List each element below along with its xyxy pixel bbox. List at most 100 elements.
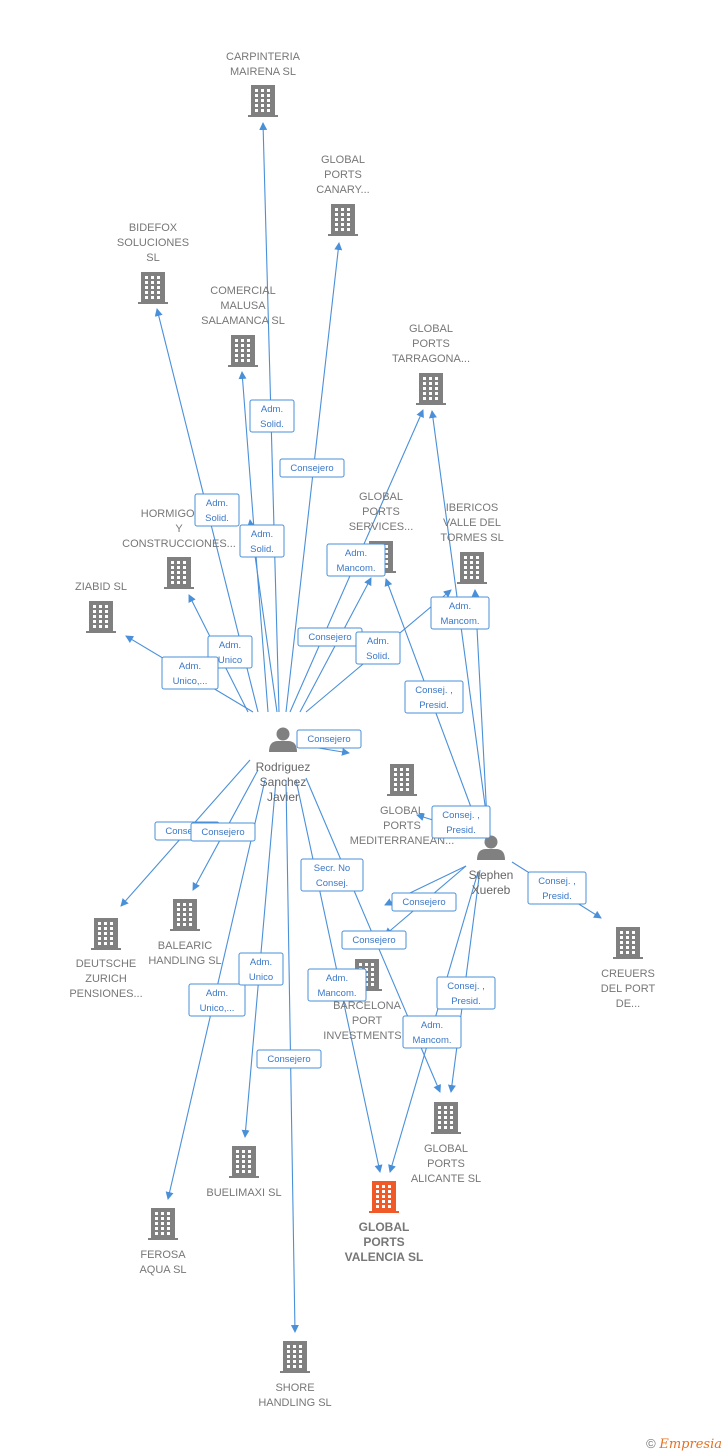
building-icon xyxy=(86,601,116,633)
edge-label-text: Consej. , xyxy=(442,810,480,821)
node-mediterranean[interactable]: GLOBALPORTSMEDITERRANEAN... xyxy=(350,764,455,847)
node-label: COMERCIAL xyxy=(210,285,275,297)
edge-label-rodriguez-to-bidefox[interactable]: Adm. Solid. xyxy=(194,493,240,527)
edge-label-box xyxy=(194,493,240,527)
edge-label-rodriguez-to-hormigon[interactable]: Adm.Unico xyxy=(207,635,253,669)
brand-logo-text: Empresia xyxy=(659,1437,722,1452)
footer-brand[interactable]: © Empresia xyxy=(646,1436,722,1452)
edge-labels-layer: ConsejeroAdm.Solid.Adm.Solid.Adm.Solid.A… xyxy=(154,399,587,1069)
node-label: PORTS xyxy=(362,506,400,518)
person-icon xyxy=(269,727,297,752)
edge-label-rodriguez-to-malusa[interactable]: Adm.Solid. xyxy=(239,524,285,558)
edge-label-box xyxy=(279,458,345,478)
node-label: INVESTMENTS... xyxy=(323,1030,410,1042)
edge-label-stephen-to-barcelona[interactable]: Consejero xyxy=(341,930,407,950)
edge-label-stephen-to-valencia[interactable]: Adm.Mancom. xyxy=(402,1015,462,1049)
edge-label-text: Unico xyxy=(218,655,242,666)
edge-label-text: Consej. , xyxy=(415,685,453,696)
building-icon xyxy=(170,899,200,931)
edge-label-rodriguez-to-ibericos[interactable]: Adm.Solid. xyxy=(355,631,401,665)
edge-label-box xyxy=(190,822,256,842)
edge-label-text: Mancom. xyxy=(317,988,356,999)
edge-label-box xyxy=(431,805,491,839)
node-label: PORTS xyxy=(412,338,450,350)
edge-label-box xyxy=(527,871,587,905)
building-icon xyxy=(369,1181,399,1213)
edge-label-box xyxy=(207,635,253,669)
edge-label-rodriguez-to-balearic[interactable]: Consejero xyxy=(190,822,256,842)
edge-label-text: Adm. xyxy=(206,988,228,999)
edge-label-rodriguez-to-ferosa[interactable]: Adm.Unico,... xyxy=(188,983,246,1017)
edge-label-rodriguez-to-malusa[interactable]: Adm.Solid. xyxy=(249,399,295,433)
node-canary[interactable]: GLOBALPORTSCANARY... xyxy=(316,154,370,236)
edge-label-text: Unico xyxy=(249,972,273,983)
edge-label-rodriguez-to-services[interactable]: Consejero xyxy=(297,627,363,647)
node-buelimaxi[interactable]: BUELIMAXI SL xyxy=(206,1146,282,1199)
node-deutsche[interactable]: DEUTSCHEZURICHPENSIONES... xyxy=(69,918,143,1000)
edge-label-box xyxy=(238,952,284,986)
node-label: BARCELONA xyxy=(333,1000,402,1012)
edge-label-rodriguez-to-buelimaxi[interactable]: Adm. Unico xyxy=(238,952,284,986)
edge-label-rodriguez-to-shore[interactable]: Consejero xyxy=(256,1049,322,1069)
building-icon xyxy=(431,1102,461,1134)
edge-label-text: Consejero xyxy=(308,632,351,643)
edge-label-text: Mancom. xyxy=(440,616,479,627)
node-label: Y xyxy=(175,523,183,535)
building-icon xyxy=(416,373,446,405)
node-label: IBERICOS xyxy=(446,502,499,514)
edge-label-text: Solid. xyxy=(205,513,229,524)
edge-label-stephen-to-services[interactable]: Consej. ,Presid. xyxy=(404,680,464,714)
node-label: BALEARIC xyxy=(158,940,212,952)
node-label: ZURICH xyxy=(85,973,127,985)
node-label: SL xyxy=(146,252,159,264)
edge-label-text: Adm. xyxy=(449,601,471,612)
edge-label-rodriguez-to-tarragona[interactable]: Adm.Mancom. xyxy=(326,543,386,577)
edge-label-box xyxy=(249,399,295,433)
edge-label-box xyxy=(436,976,496,1010)
edge-label-text: Consej. xyxy=(316,878,348,889)
edge-label-stephen-to-barcelona[interactable]: Consejero xyxy=(391,892,457,912)
node-label: TORMES SL xyxy=(440,532,503,544)
node-label: CONSTRUCCIONES... xyxy=(122,538,236,550)
building-icon xyxy=(164,557,194,589)
node-label: AQUA SL xyxy=(139,1264,186,1276)
edge-label-box xyxy=(404,680,464,714)
edge-label-stephen-to-alicante[interactable]: Consej. , Presid. xyxy=(436,976,496,1010)
edge-label-text: Presid. xyxy=(451,996,481,1007)
edge-label-rodriguez-to-canary[interactable]: Consejero xyxy=(279,458,345,478)
edge-label-rodriguez-to-mediterranean[interactable]: Consejero xyxy=(296,729,362,749)
node-label: PORTS xyxy=(363,1235,404,1249)
edge-label-stephen-to-creuers[interactable]: Consej. ,Presid. xyxy=(527,871,587,905)
edges-layer xyxy=(120,122,602,1333)
edge-label-rodriguez-to-valencia[interactable]: Adm.Mancom. xyxy=(307,968,367,1002)
edge-label-box xyxy=(326,543,386,577)
edge-label-stephen-to-ibericos[interactable]: Adm. Mancom. xyxy=(430,596,490,630)
building-icon xyxy=(148,1208,178,1240)
building-icon xyxy=(613,927,643,959)
node-tarragona[interactable]: GLOBALPORTSTARRAGONA... xyxy=(392,323,470,405)
edge-label-box xyxy=(296,729,362,749)
node-ziabid[interactable]: ZIABID SL xyxy=(75,581,127,633)
node-label: PORTS xyxy=(383,820,421,832)
edge-label-stephen-to-mediterranean[interactable]: Consej. ,Presid. xyxy=(431,805,491,839)
edge-label-rodriguez-to-ziabid[interactable]: Adm.Unico,... xyxy=(161,656,219,690)
edge-label-box xyxy=(307,968,367,1002)
edge-label-box xyxy=(341,930,407,950)
edge-label-text: Adm. xyxy=(250,957,272,968)
edge-label-text: Consej. , xyxy=(447,981,485,992)
edge-label-text: Adm. xyxy=(179,661,201,672)
edge-label-text: Adm. xyxy=(206,498,228,509)
